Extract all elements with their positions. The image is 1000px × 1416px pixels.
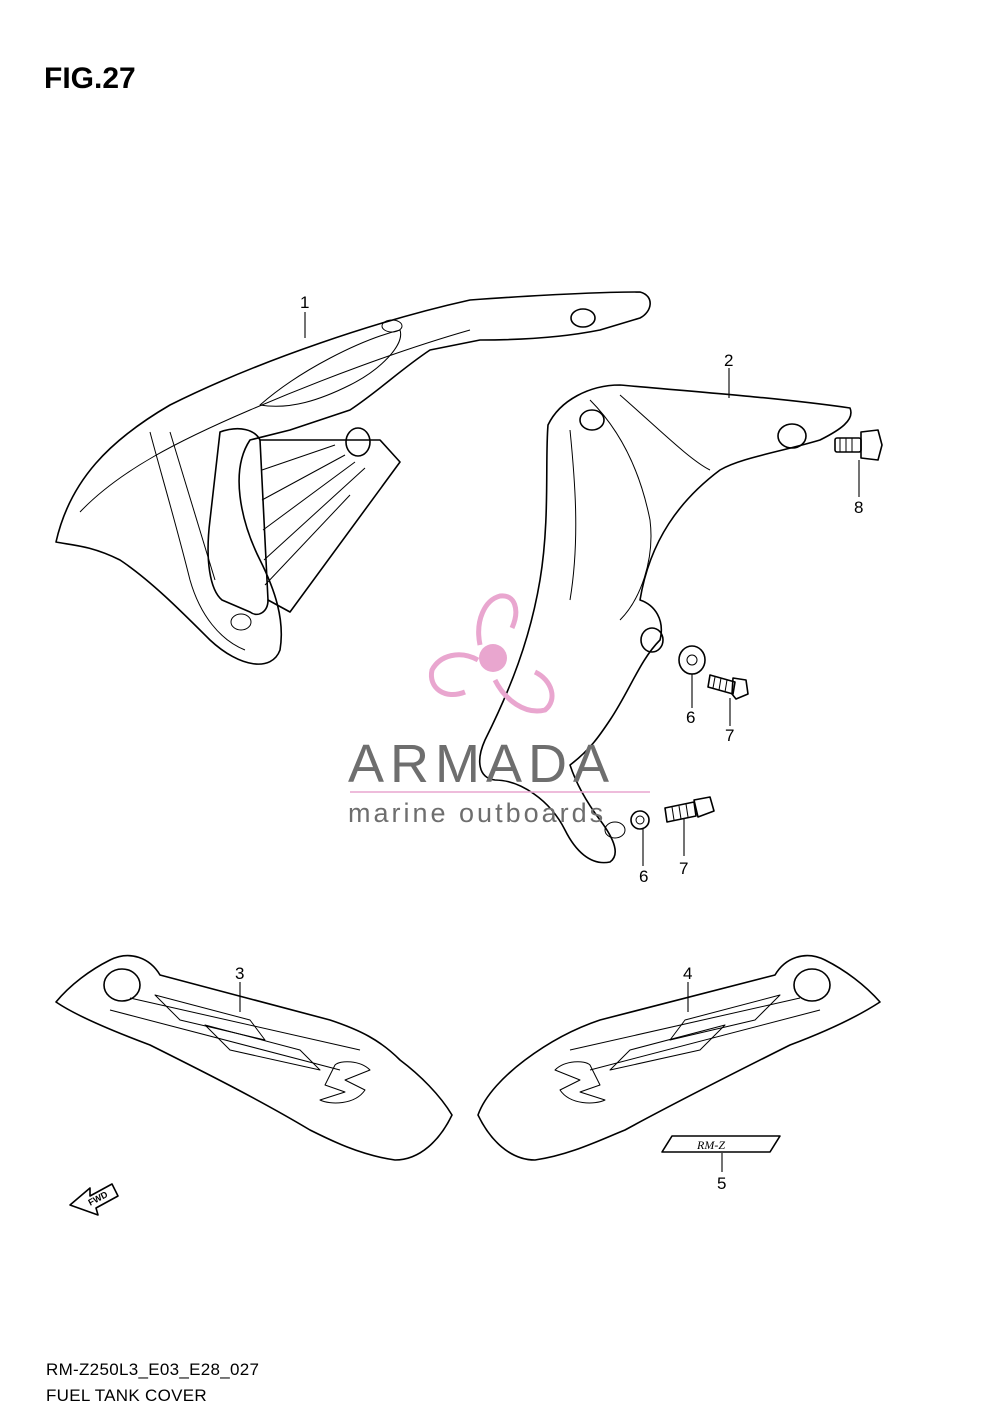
- callout-6-upper: 6: [686, 708, 695, 727]
- watermark: ARMADA marine outboards: [348, 593, 650, 828]
- callout-8: 8: [854, 498, 863, 517]
- figure-title: FIG.27: [44, 62, 136, 95]
- part-4-emblem-right[interactable]: [477, 954, 881, 1161]
- part-1-fuel-tank-cover-left[interactable]: [55, 291, 651, 665]
- callout-3: 3: [235, 964, 244, 983]
- part-8-bolt[interactable]: [834, 429, 883, 461]
- part-5-rmz-badge[interactable]: RM-Z: [661, 1135, 781, 1153]
- part-2-fuel-tank-cover-right[interactable]: [478, 384, 852, 864]
- callout-2: 2: [724, 351, 733, 370]
- watermark-brand: ARMADA: [348, 734, 615, 794]
- model-code: RM-Z250L3_E03_E28_027: [46, 1360, 260, 1379]
- watermark-tagline: marine outboards: [348, 798, 606, 828]
- part-6-washer-lower[interactable]: [630, 810, 650, 830]
- armada-logo-icon: [428, 593, 555, 714]
- part-7-bolt-lower[interactable]: [664, 796, 715, 823]
- callout-6-lower: 6: [639, 867, 648, 886]
- figure-name: FUEL TANK COVER: [46, 1386, 207, 1405]
- callout-7-upper: 7: [725, 726, 734, 745]
- part-6-washer-upper[interactable]: [678, 645, 706, 675]
- fwd-arrow-icon: FWD: [69, 1183, 119, 1216]
- part-3-emblem-left[interactable]: [55, 954, 453, 1161]
- callout-7-lower: 7: [679, 859, 688, 878]
- callout-5: 5: [717, 1174, 726, 1193]
- leader-lines: [239, 312, 860, 1172]
- rmz-badge-label: RM-Z: [696, 1138, 725, 1152]
- callout-numbers: 1 2 8 6 7 6 7 3 4 5: [235, 293, 863, 1193]
- part-7-bolt-upper[interactable]: [707, 674, 749, 700]
- callout-1: 1: [300, 293, 309, 312]
- callout-4: 4: [683, 964, 692, 983]
